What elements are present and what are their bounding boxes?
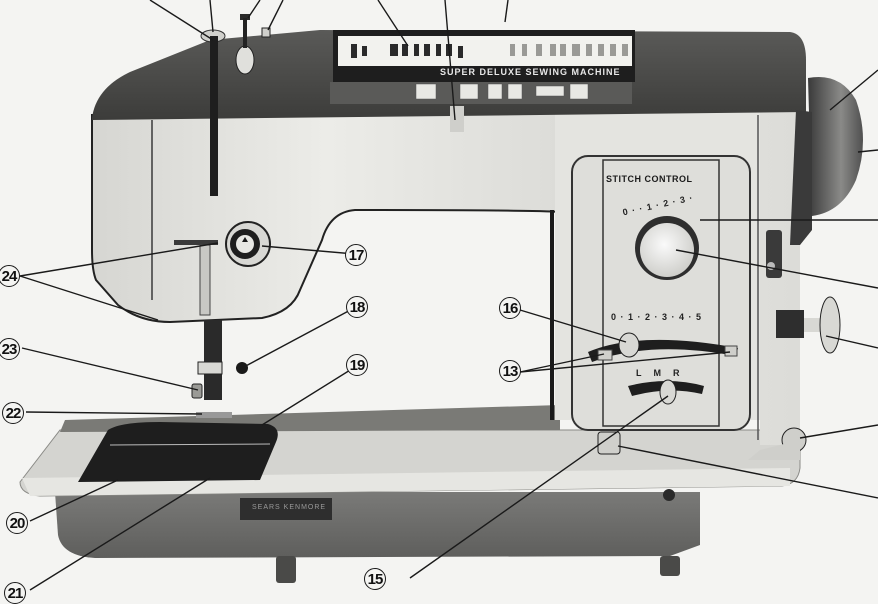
stitch-control-title: STITCH CONTROL	[606, 174, 693, 184]
nameplate	[240, 498, 332, 520]
callout-16: 16	[499, 297, 521, 319]
needle-assembly	[174, 240, 248, 418]
stitch-length-dial[interactable]	[635, 216, 699, 280]
presser-foot-screw	[191, 383, 203, 399]
callout-22: 22	[2, 402, 24, 424]
foot-right	[660, 556, 680, 576]
thread-tension-dial[interactable]	[225, 221, 271, 267]
bobbin-wind-icon	[459, 83, 479, 100]
stitch-width-scale: 0 · 1 · 2 · 3 · 4 · 5	[611, 312, 703, 322]
top-spool-pins	[200, 14, 271, 196]
machine-model-title: SUPER DELUXE SEWING MACHINE	[440, 67, 621, 77]
zigzag-icon	[507, 83, 523, 100]
callout-17: 17	[345, 244, 367, 266]
presser-foot-icon	[569, 83, 589, 100]
reverse-icon	[535, 85, 565, 97]
take-up-slot	[210, 36, 218, 196]
buttonhole-icon	[415, 83, 437, 100]
foot-left	[276, 556, 296, 583]
handwheel[interactable]	[790, 76, 863, 245]
callout-18: 18	[346, 296, 368, 318]
function-icons	[415, 83, 589, 100]
needle-position-scale: LMR	[636, 368, 692, 378]
callout-23: 23	[0, 338, 20, 360]
callout-19: 19	[346, 354, 368, 376]
stitch-chart-panel	[333, 30, 635, 82]
stitch-width-lever[interactable]	[588, 332, 738, 362]
stitch-control-panel	[571, 155, 751, 431]
callout-20: 20	[6, 512, 28, 534]
callout-24: 24	[0, 265, 20, 287]
nameplate-text: SEARS KENMORE	[252, 504, 327, 511]
callout-13: 13	[499, 360, 521, 382]
leader-lines	[19, 0, 878, 591]
needle-plate-area	[78, 422, 278, 482]
position-right-label: R	[673, 368, 692, 378]
callout-15: 15	[364, 568, 386, 590]
position-middle-label: M	[653, 368, 673, 378]
straight-stitch-icon	[487, 83, 503, 100]
stitch-patterns-right	[510, 44, 628, 56]
bobbin-winder[interactable]	[766, 230, 782, 278]
drop-feed-knob[interactable]	[776, 296, 841, 354]
presser-bar-lifter[interactable]	[597, 431, 621, 455]
position-left-label: L	[636, 368, 654, 378]
callout-21: 21	[4, 582, 26, 604]
reverse-button[interactable]	[450, 106, 464, 132]
machine-base	[55, 489, 700, 583]
